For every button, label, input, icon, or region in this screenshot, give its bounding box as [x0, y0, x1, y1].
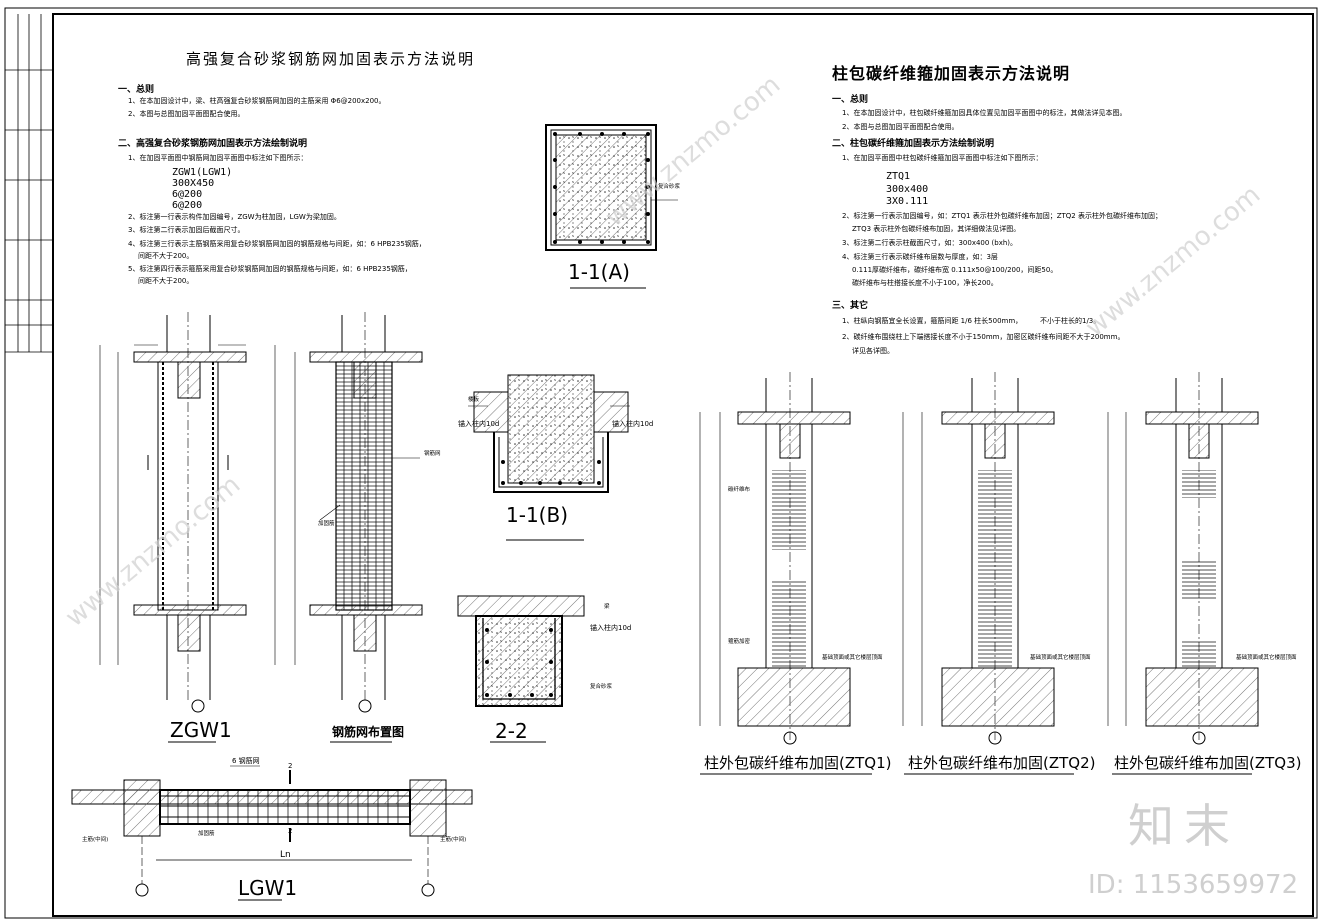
right-code-2: 300x400: [886, 184, 929, 195]
label-1-1-b: 1-1(B): [506, 503, 568, 527]
label-ground-3: 基础顶面或其它楼层顶面: [1236, 655, 1297, 661]
right-s2-4c: 碳纤维布与柱搭接长度不小于100，净长200。: [852, 279, 998, 287]
right-s1-head: 一、总则: [832, 95, 869, 105]
right-s3-head: 三、其它: [832, 301, 869, 311]
note-mortar-a: 复合砂浆: [658, 184, 681, 190]
left-s1-1: 1、在本加固设计中，梁、柱高强复合砂浆钢筋网加固的主筋采用 Φ6@200x200…: [128, 97, 386, 105]
label-zgw1: ZGW1: [170, 718, 232, 742]
left-s2-5b: 间距不大于200。: [138, 277, 194, 285]
right-s2-4: 4、标注第三行表示碳纤维布层数与厚度，如：3层: [842, 253, 998, 261]
section-2-2: [457, 595, 585, 743]
left-code-1: ZGW1(LGW1): [172, 167, 233, 178]
right-s1-1: 1、在本加固设计中，柱包碳纤维箍加固具体位置见加固平面图中的标注，其做法详见本图…: [842, 109, 1127, 117]
label-two-mark-top: 2: [288, 762, 293, 770]
note-main-right: 主筋(中间): [440, 837, 467, 843]
ztq2-elevation: [902, 372, 1074, 775]
label-1-1-a: 1-1(A): [568, 260, 630, 284]
note-mortar-22: 复合砂浆: [590, 684, 613, 690]
right-s3-1: 1、柱纵向钢筋宜全长设置，箍筋间距 1/6 柱长500mm，: [842, 317, 1023, 325]
label-ztq1: 柱外包碳纤维布加固(ZTQ1): [704, 754, 892, 772]
note-rebar: 加固筋: [318, 521, 335, 527]
left-s2-head: 二、高强复合砂浆钢筋网加固表示方法绘制说明: [118, 139, 308, 149]
left-s2-5: 5、标注第四行表示箍筋采用复合砂浆钢筋网加固的钢筋规格与间距，如：6 HPB23…: [128, 265, 412, 273]
left-code-4: 6@200: [172, 200, 203, 211]
zgw1-elevation: [99, 312, 247, 743]
right-s2-3: 3、标注第二行表示柱截面尺寸，如：300x400 (bxh)。: [842, 239, 1018, 247]
watermark-brand: 知末: [1128, 799, 1240, 853]
ztq3-elevation: [1107, 372, 1259, 775]
label-mesh-layout: 钢筋网布置图: [332, 725, 405, 739]
left-s2-3: 3、标注第二行表示加固后截面尺寸。: [128, 226, 245, 234]
right-s3-2: 2、碳纤维布围绕柱上下端搭接长度不小于150mm，加密区碳纤维布间距不大于200…: [842, 333, 1125, 341]
right-s3-2b: 详见各详图。: [852, 347, 894, 355]
label-anchor-3: 锚入柱内10d: [590, 624, 632, 632]
left-s2-2: 2、标注第一行表示构件加固编号，ZGW为柱加固，LGW为梁加固。: [128, 213, 341, 221]
note-rebar-beam: 加固筋: [198, 831, 215, 837]
lgw1-beam: [71, 765, 473, 901]
note-stirrup: 箍筋加密: [728, 639, 751, 645]
label-ztq2: 柱外包碳纤维布加固(ZTQ2): [908, 754, 1096, 772]
left-code-3: 6@200: [172, 189, 203, 200]
left-code-2: 300X450: [172, 178, 215, 189]
label-ground-2: 基础顶面或其它楼层顶面: [1030, 655, 1091, 661]
note-cfrp: 碳纤维布: [728, 487, 751, 493]
label-ztq3: 柱外包碳纤维布加固(ZTQ3): [1114, 754, 1302, 772]
label-2-2: 2-2: [495, 719, 528, 743]
left-s2-1: 1、在加固平面图中钢筋网加固平面图中标注如下图所示：: [128, 154, 308, 162]
label-anchor-2: 锚入柱内10d: [612, 420, 654, 428]
right-s2-head: 二、柱包碳纤维箍加固表示方法绘制说明: [832, 139, 995, 149]
right-code-1: ZTQ1: [886, 171, 911, 182]
ztq1-elevation: [699, 372, 872, 775]
left-s1-head: 一、总则: [118, 85, 155, 95]
right-s1-2: 2、本图与总图加固平面图配合使用。: [842, 123, 959, 131]
inner-frame: [52, 13, 1314, 917]
right-title: 柱包碳纤维箍加固表示方法说明: [832, 64, 1071, 83]
mesh-layout-elevation: [274, 312, 423, 743]
label-ln: Ln: [280, 850, 291, 860]
left-s2-4: 4、标注第三行表示主筋钢筋采用复合砂浆钢筋网加固的钢筋规格与间距，如：6 HPB…: [128, 240, 426, 248]
right-s2-2: 2、标注第一行表示加固编号，如：ZTQ1 表示柱外包碳纤维布加固；ZTQ2 表示…: [842, 212, 1162, 220]
note-beam: 梁: [604, 604, 610, 610]
right-s2-1: 1、在加固平面图中柱包碳纤维箍加固平面图中标注如下图所示：: [842, 154, 1043, 162]
label-two-mark-bottom: 2: [288, 827, 293, 835]
right-s3-1b: 不小于柱长的1/3。: [1040, 317, 1101, 325]
left-s2-4b: 间距不大于200。: [138, 252, 194, 260]
label-lgw1: LGW1: [238, 876, 298, 900]
section-1-1-a: [545, 124, 678, 289]
title-strip: [5, 14, 53, 353]
note-mesh: 钢筋网: [424, 451, 441, 457]
watermark-id: ID: 1153659972: [1088, 870, 1299, 900]
right-code-3: 3X0.111: [886, 196, 929, 207]
note-slab-left: 楼板: [468, 397, 480, 403]
right-s2-2b: ZTQ3 表示柱外包碳纤维布加固，其详细做法见详图。: [852, 225, 1021, 233]
note-main-left: 主筋(中间): [82, 837, 109, 843]
section-1-1-b: [468, 374, 630, 541]
right-s2-4b: 0.111厚碳纤维布，碳纤维布宽 0.111x50@100/200，间距50。: [852, 266, 1058, 274]
label-six-mesh: 6 钢筋网: [232, 757, 260, 765]
outer-frame: [4, 7, 1318, 919]
label-anchor-1: 锚入柱内10d: [458, 420, 500, 428]
left-s1-2: 2、本图与总图加固平面图配合使用。: [128, 110, 245, 118]
left-title: 高强复合砂浆钢筋网加固表示方法说明: [186, 50, 476, 68]
label-ground-1: 基础顶面或其它楼层顶面: [822, 655, 883, 661]
